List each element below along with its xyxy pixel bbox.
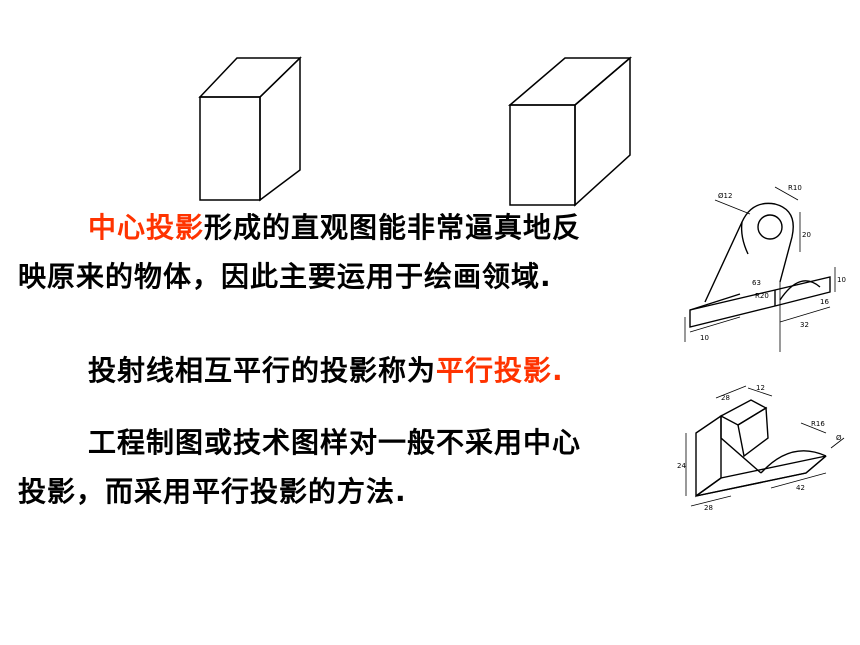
dim-top-5: R20 (755, 292, 769, 300)
paragraph-3-line-2: 投影，而采用平行投影的方法. (18, 475, 407, 508)
dim-top-4: 63 (752, 279, 761, 287)
paragraph-engineering-drawing: 工程制图或技术图样对一般不采用中心 投影，而采用平行投影的方法. (18, 418, 581, 516)
paragraph-central-projection: 中心投影形成的直观图能非常逼真地反 映原来的物体，因此主要运用于绘画领域. (18, 203, 581, 301)
dim-bottom-3: R16 (811, 420, 825, 428)
dim-bottom-6: 42 (796, 484, 805, 492)
dim-top-8: 32 (800, 321, 809, 329)
highlight-parallel-projection: 平行投影. (436, 354, 564, 387)
dim-bottom-1: 28 (721, 394, 730, 402)
dim-top-6: 16 (820, 298, 829, 306)
paragraph-2-text: 投射线相互平行的投影称为 (88, 354, 437, 387)
part-drawing-bottom: 28 12 R16 24 28 42 Ø (677, 384, 845, 512)
dim-top-3: 20 (802, 231, 811, 239)
paragraph-3-line-1: 工程制图或技术图样对一般不采用中心 (88, 426, 582, 459)
dim-top-2: R10 (788, 184, 802, 192)
dim-top-9: 10 (837, 276, 846, 284)
paragraph-1-line-2: 映原来的物体，因此主要运用于绘画领域. (18, 260, 552, 293)
dim-bottom-4: 24 (677, 462, 686, 470)
part-drawing-top: Ø12 R10 20 63 R20 16 10 32 10 (684, 184, 846, 352)
box-parallel-figure (507, 56, 633, 207)
paragraph-1-line-1: 形成的直观图能非常逼真地反 (204, 211, 582, 244)
highlight-central-projection: 中心投影 (88, 211, 205, 244)
paragraph-parallel-projection: 投射线相互平行的投影称为平行投影. (88, 346, 564, 395)
dim-bottom-7: Ø (836, 434, 842, 442)
dim-top-7: 10 (700, 334, 709, 342)
dim-bottom-2: 12 (756, 384, 765, 392)
dim-top-1: Ø12 (718, 192, 732, 200)
box-perspective-figure (198, 56, 302, 202)
dim-bottom-5: 28 (704, 504, 713, 512)
